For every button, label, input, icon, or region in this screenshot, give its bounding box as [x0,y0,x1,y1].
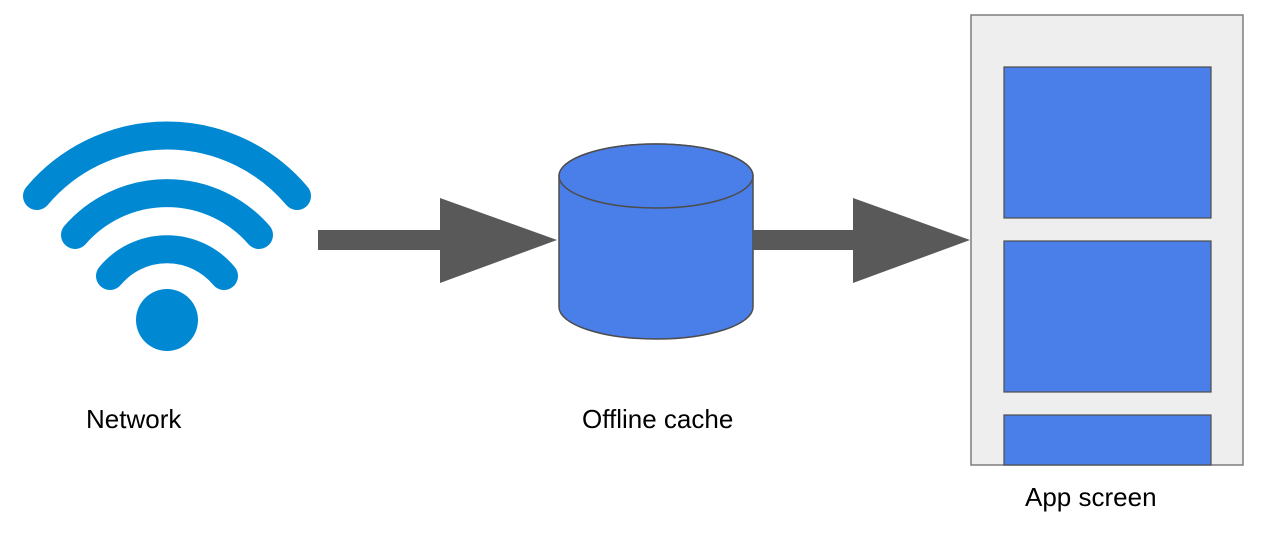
wifi-icon [23,121,311,351]
app-screen-icon [970,14,1244,466]
app-screen-panel [1003,240,1212,393]
app-screen-panel [1003,66,1212,219]
wifi-arc-inner [96,235,238,290]
wifi-arc-middle [61,179,273,249]
arrow-cache-to-app [753,198,970,283]
arrow-network-to-cache [318,198,557,283]
app-screen-panel [1003,414,1212,466]
wifi-dot [136,289,198,351]
wifi-arc-outer [23,121,311,210]
network-label: Network [86,404,182,434]
app-screen-label: App screen [1025,482,1157,512]
database-cylinder-icon [558,143,754,340]
offline-cache-label: Offline cache [582,404,734,434]
